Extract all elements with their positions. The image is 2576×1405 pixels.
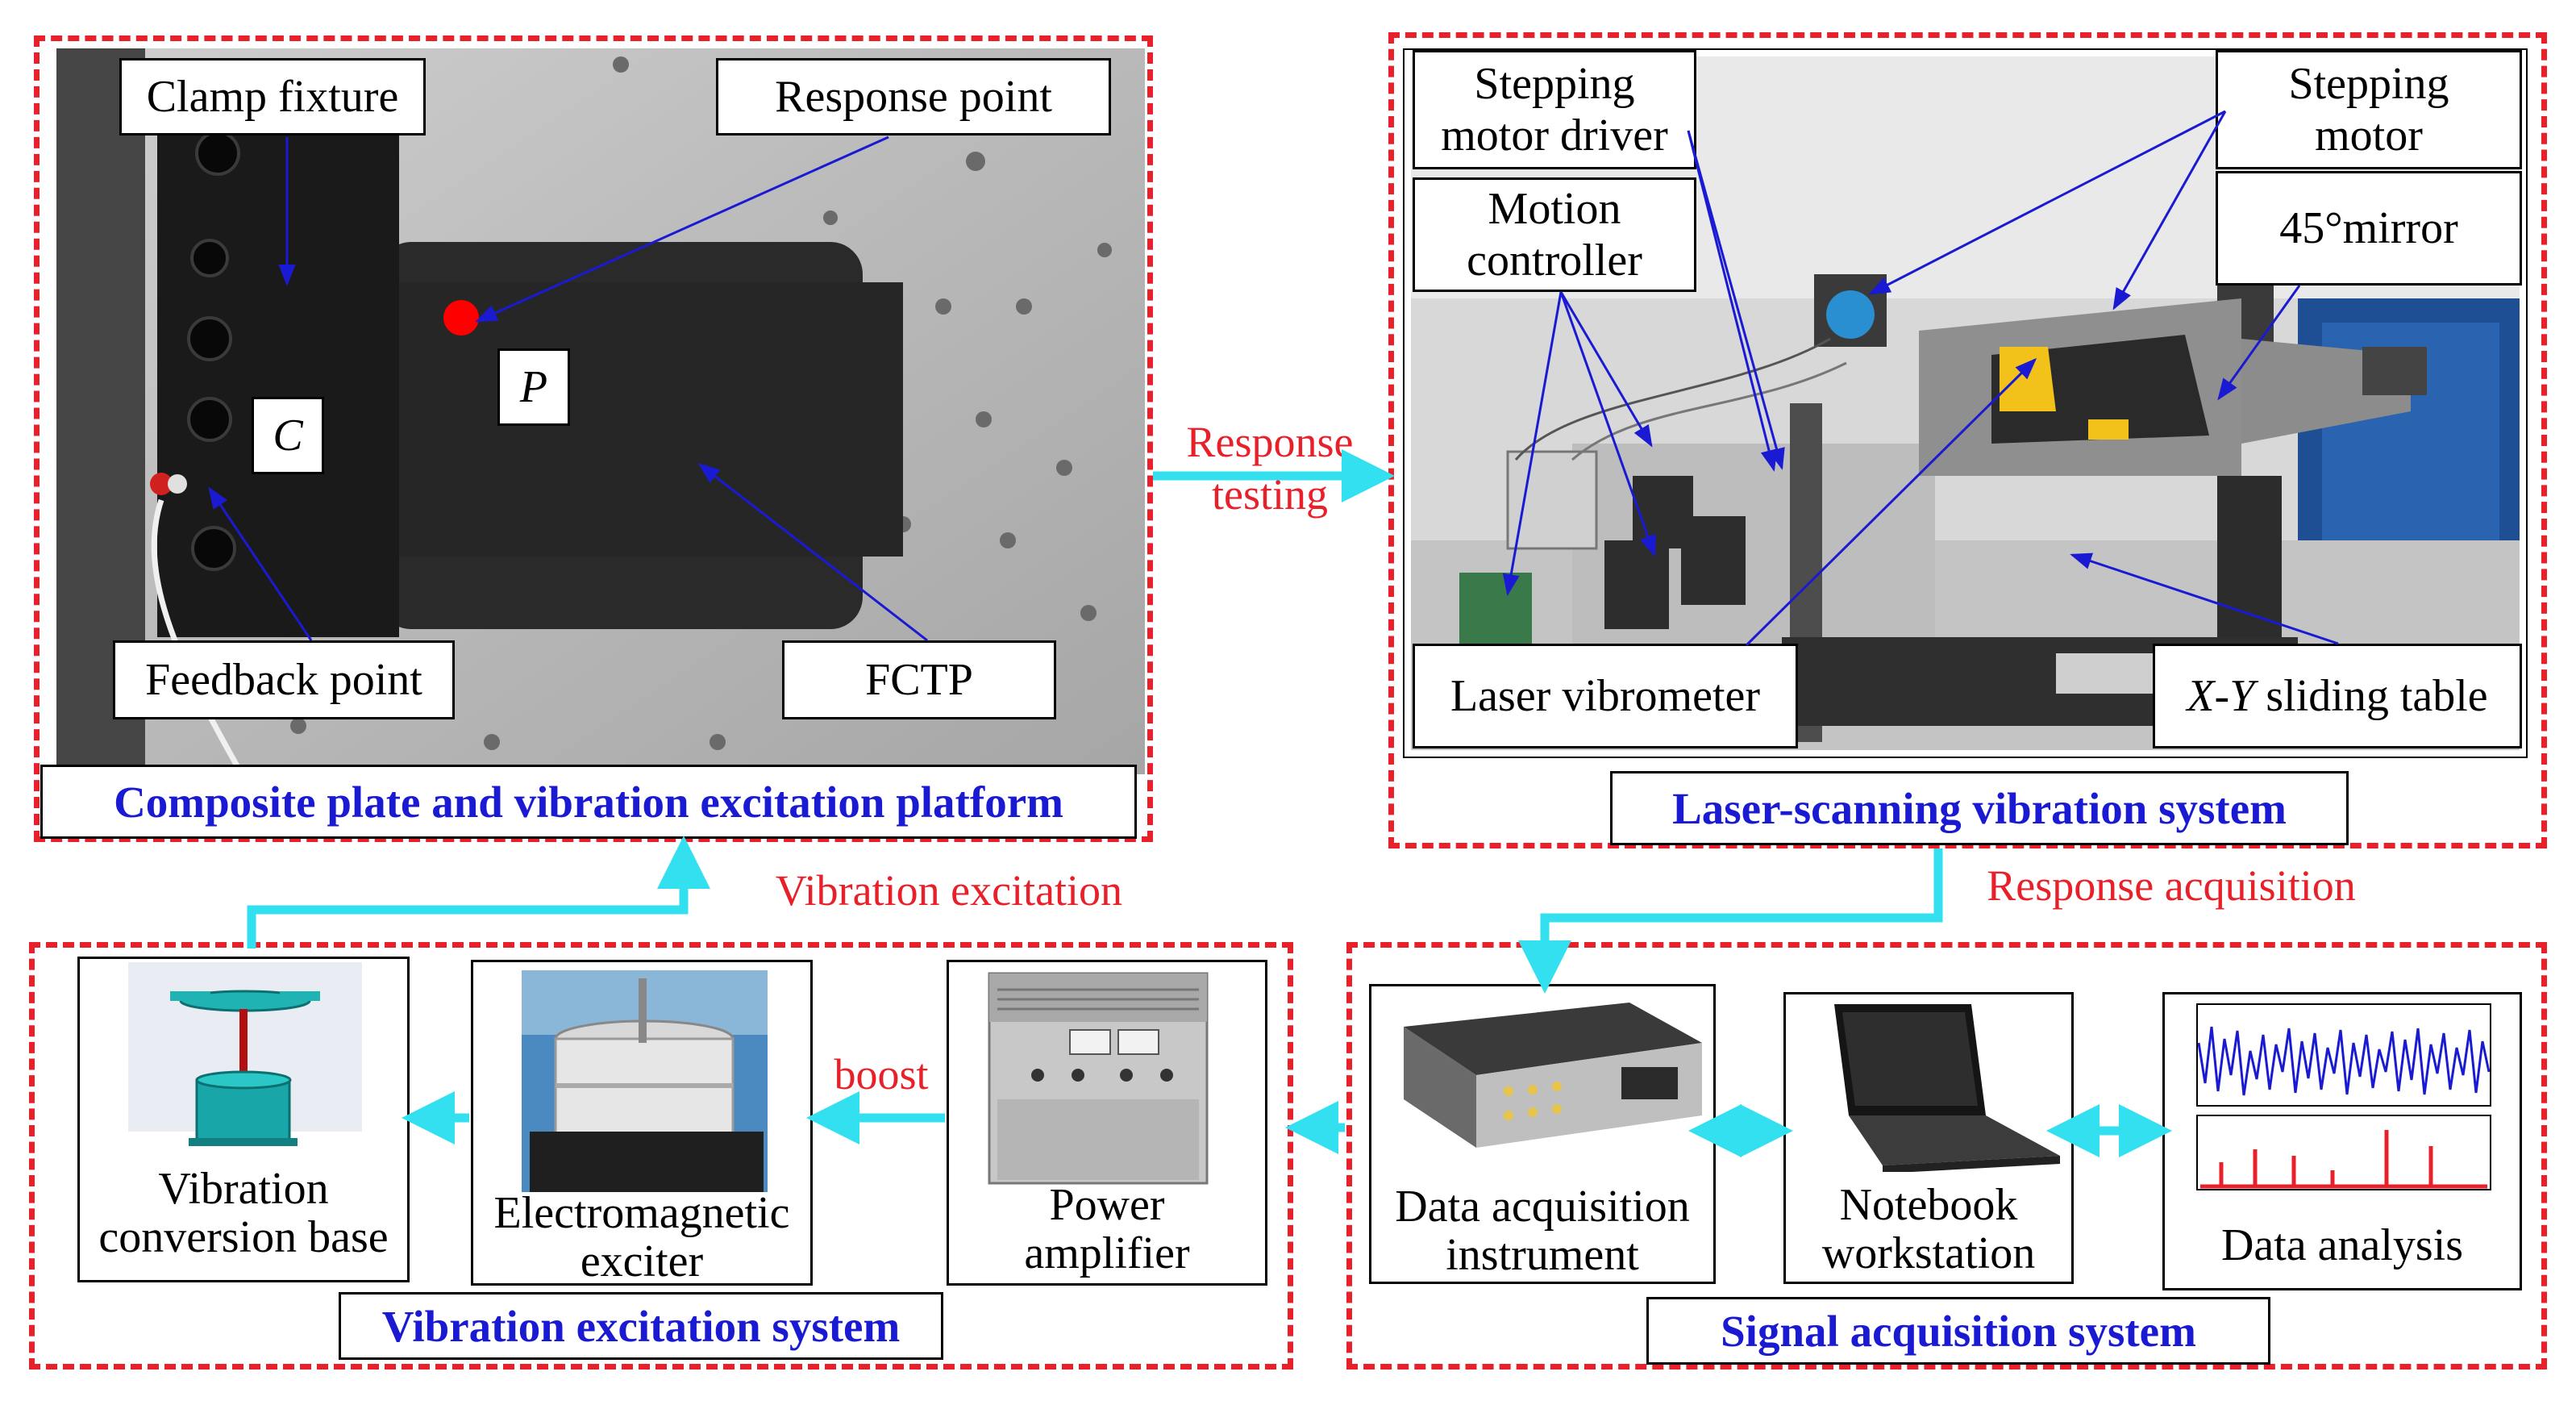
data-analysis-plots [2196, 1003, 2491, 1190]
pointer-feedback [208, 486, 313, 641]
vibration-base-caption: Vibration conversion base [98, 1164, 389, 1262]
feedback-point-label: Feedback point [113, 640, 455, 719]
arrow-response-acquisition [1518, 848, 1943, 994]
mirror-45-label: 45°mirror [2216, 171, 2522, 286]
response-acquisition-text: Response acquisition [1987, 861, 2356, 910]
vibration-base-image [128, 962, 362, 1146]
pointer-fctp [697, 463, 928, 642]
motion-controller-label: Motion controller [1413, 177, 1696, 292]
stepping-motor-label: Stepping motor [2216, 50, 2522, 169]
notebook-caption: Notebook workstation [1821, 1180, 2036, 1278]
laser-vibrometer-label: Laser vibrometer [1413, 644, 1798, 748]
xy-sliding-table-label: X-Y sliding table [2153, 644, 2522, 748]
laser-system-panel [1388, 32, 2547, 848]
pointer-controller-1 [1502, 291, 1563, 596]
laser-system-title: Laser-scanning vibration system [1610, 771, 2349, 845]
vibration-excitation-text: Vibration excitation [775, 866, 1123, 915]
clamp-c-label: C [252, 397, 324, 474]
stepping-motor-driver-label: Stepping motor driver [1413, 50, 1696, 169]
composite-platform-title: Composite plate and vibration excitation… [40, 765, 1137, 839]
response-point-marker [443, 300, 479, 336]
pointer-controller-3 [1559, 291, 1656, 557]
clamp-fixture-label: Clamp fixture [119, 58, 426, 135]
daq-instrument-image [1404, 1003, 1702, 1148]
fctp-label: FCTP [782, 640, 1056, 719]
signal-system-title: Signal acquisition system [1646, 1297, 2270, 1365]
electromagnetic-exciter-image [522, 970, 768, 1192]
pointer-controller-2 [1559, 291, 1653, 448]
boost-text: boost [834, 1050, 929, 1099]
pointer-motor-2 [2112, 110, 2227, 311]
excitation-system-title: Vibration excitation system [339, 1292, 943, 1360]
xy-axis-text: X-Y [2187, 670, 2255, 721]
power-amplifier-caption: Power amplifier [1024, 1180, 1190, 1278]
power-amplifier-box: Power amplifier [947, 960, 1267, 1286]
excitation-system-panel [29, 942, 1293, 1370]
arrow-vibration-excitation [247, 836, 710, 948]
pointer-mirror [2217, 285, 2301, 401]
power-amplifier-image [988, 972, 1209, 1185]
pointer-driver-1 [1687, 130, 1778, 472]
vibration-base-box: Vibration conversion base [77, 957, 410, 1282]
plate-p-label: P [497, 348, 570, 426]
electromagnetic-exciter-box: Electromagnetic exciter [471, 960, 813, 1286]
daq-instrument-caption: Data acquisition instrument [1395, 1182, 1690, 1280]
pointer-response [475, 135, 889, 323]
data-analysis-caption: Data analysis [2220, 1220, 2464, 1270]
pointer-vibrometer [1745, 357, 2037, 647]
sliding-table-text: sliding table [2254, 670, 2488, 721]
pointer-driver-2 [1687, 130, 1785, 470]
response-point-label: Response point [716, 58, 1111, 135]
electromagnetic-exciter-caption: Electromagnetic exciter [493, 1188, 790, 1286]
composite-platform-panel [34, 35, 1153, 842]
pointer-motor-1 [1868, 110, 2226, 295]
signal-system-panel [1346, 942, 2547, 1370]
pointer-sliding [2070, 552, 2339, 645]
notebook-image [1834, 1004, 2060, 1172]
